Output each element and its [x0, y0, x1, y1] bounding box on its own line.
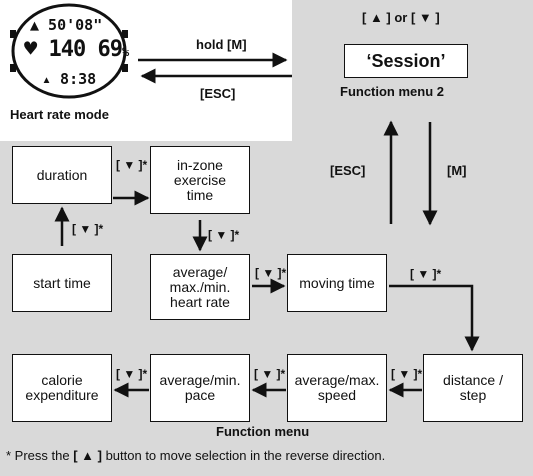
- m-vertical-label: [M]: [447, 163, 467, 178]
- esc-vertical-label: [ESC]: [330, 163, 366, 178]
- function-menu-connector-panel: [292, 112, 533, 238]
- arrow-label-start-duration: [ ▼ ]*: [72, 222, 104, 236]
- arrow-label-moving-distance: [ ▼ ]*: [410, 267, 442, 281]
- esc-top-label: [ESC]: [200, 86, 236, 101]
- footnote-panel: [0, 440, 533, 476]
- arrow-moving-distance: [389, 284, 480, 352]
- watch-line-1: ▲ 50'08": [30, 16, 103, 34]
- session-box: ‘Session’: [344, 44, 468, 78]
- node-in-zone-exercise-time: in-zone exercise time: [150, 146, 250, 214]
- arrow-label-distance-speed: [ ▼ ]*: [391, 367, 423, 381]
- node-start-time: start time: [12, 254, 112, 312]
- function-menu-label: Function menu: [216, 424, 310, 439]
- footnote-pre: * Press the: [6, 448, 74, 463]
- arrow-label-inzone-hr: [ ▼ ]*: [208, 228, 240, 242]
- node-average-heart-rate: average/ max./min. heart rate: [150, 254, 250, 320]
- footnote-post: button to move selection in the reverse …: [101, 448, 386, 463]
- watch-display: ▲ 50'08" ♥ 140 69% ▴ 8:38: [10, 2, 129, 100]
- arrow-label-pace-calorie: [ ▼ ]*: [116, 367, 148, 381]
- footnote: * Press the [ ▲ ] button to move selecti…: [6, 448, 385, 463]
- node-duration: duration: [12, 146, 112, 204]
- node-distance-step: distance / step: [423, 354, 523, 422]
- node-calorie-expenditure: calorie expenditure: [12, 354, 112, 422]
- watch-heart-rate: ♥ 140 69: [24, 37, 123, 62]
- watch-unit: %: [121, 45, 129, 59]
- watch-line-2: ♥ 140 69%: [24, 37, 129, 62]
- up-down-label: [ ▲ ] or [ ▼ ]: [362, 10, 440, 25]
- arrow-label-hr-moving: [ ▼ ]*: [255, 266, 287, 280]
- node-average-speed: average/max. speed: [287, 354, 387, 422]
- node-moving-time: moving time: [287, 254, 387, 312]
- footnote-key: [ ▲ ]: [73, 448, 102, 463]
- arrow-label-speed-pace: [ ▼ ]*: [254, 367, 286, 381]
- heart-rate-mode-caption: Heart rate mode: [10, 107, 109, 122]
- watch-face-icon: [10, 3, 128, 99]
- node-average-pace: average/min. pace: [150, 354, 250, 422]
- function-menu-2-label: Function menu 2: [340, 84, 444, 99]
- hold-m-label: hold [M]: [196, 37, 247, 52]
- watch-line-3: ▴ 8:38: [42, 70, 97, 88]
- arrow-label-duration-inzone: [ ▼ ]*: [116, 158, 148, 172]
